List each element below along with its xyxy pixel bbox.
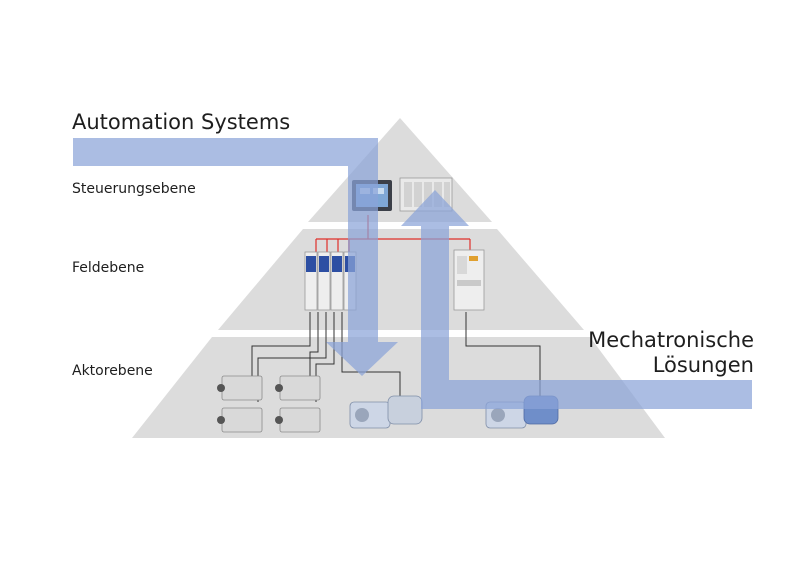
flow-band-up <box>401 190 752 409</box>
title-mechatronic-line2: Lösungen <box>652 353 754 377</box>
servo-motor-shafts <box>217 384 283 424</box>
level-label-control: Steuerungsebene <box>72 181 196 197</box>
title-mechatronic-line1: Mechatronische <box>588 328 754 352</box>
servo-motor-icon <box>221 375 321 433</box>
pyramid-tier-field <box>218 229 584 330</box>
level-label-field: Feldebene <box>72 260 145 276</box>
frequency-inverter-icon <box>453 249 485 311</box>
flow-band-down <box>73 138 398 376</box>
level-label-actuator: Aktorebene <box>72 363 153 379</box>
title-automation-systems: Automation Systems <box>72 110 291 134</box>
